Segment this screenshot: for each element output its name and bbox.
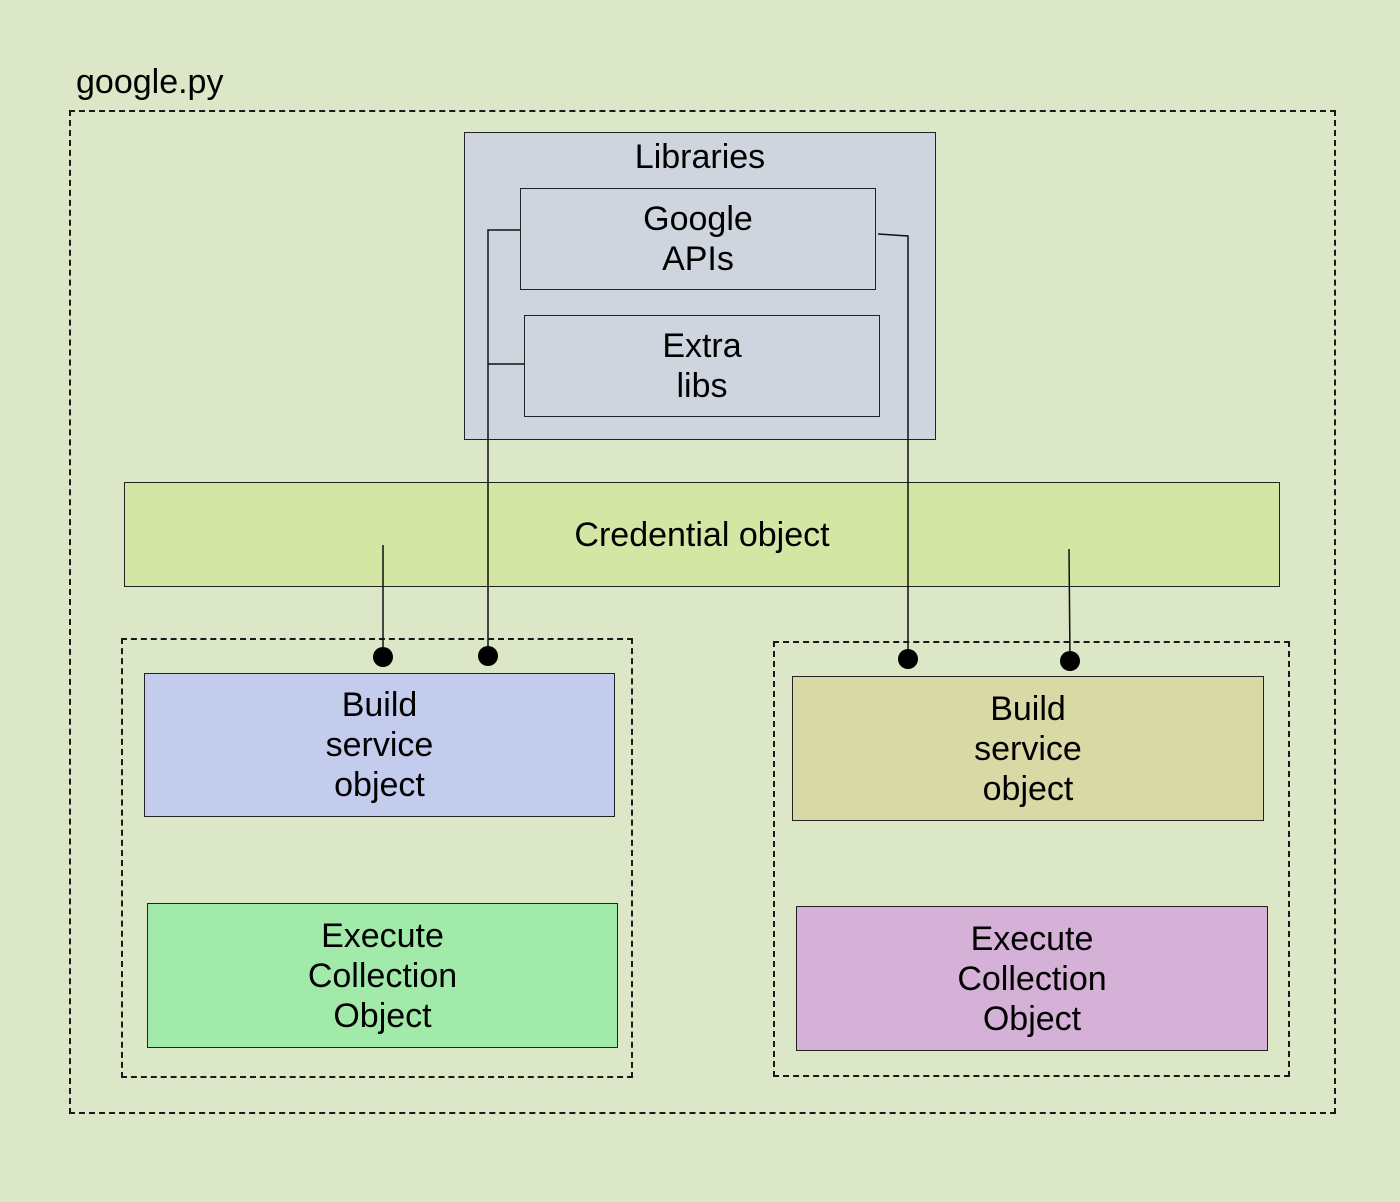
file-label: google.py: [76, 63, 224, 101]
google-py-container: [69, 110, 1336, 1114]
right-service-group: [773, 641, 1290, 1077]
right-execute-collection-object-box: Execute Collection Object: [796, 906, 1268, 1051]
extra-libs-box: Extra libs: [524, 315, 880, 417]
credential-object-box: Credential object: [124, 482, 1280, 587]
libraries-title: Libraries: [634, 138, 766, 176]
google-apis-box: Google APIs: [520, 188, 876, 290]
left-build-service-object-box: Build service object: [144, 673, 615, 817]
right-build-service-object-box: Build service object: [792, 676, 1264, 821]
left-service-group: [121, 638, 633, 1078]
left-execute-collection-object-box: Execute Collection Object: [147, 903, 618, 1048]
